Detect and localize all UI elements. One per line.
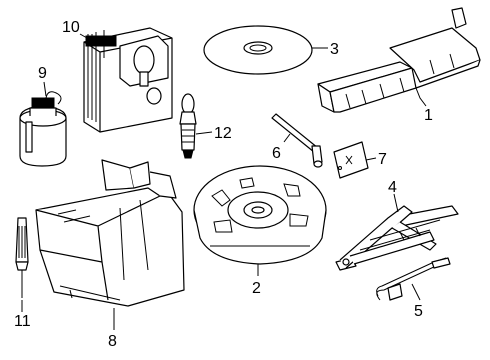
leader-1 [415, 87, 427, 107]
part-3-label-sticker-disc[interactable] [203, 25, 313, 75]
part-5-jack-handle[interactable] [376, 257, 451, 301]
callout-12: 12 [214, 125, 232, 142]
part-7-tag-plate[interactable] [333, 141, 369, 179]
callout-8: 8 [108, 333, 117, 350]
callout-5: 5 [414, 303, 423, 320]
part-11-screwdriver[interactable] [15, 217, 29, 298]
leader-4 [393, 193, 399, 213]
leader-5 [411, 283, 421, 301]
callout-2: 2 [252, 280, 261, 297]
callout-numbers: 1 2 3 4 5 6 7 8 9 10 11 12 [14, 19, 433, 350]
callout-6: 6 [272, 145, 281, 162]
callout-11: 11 [14, 313, 31, 330]
callout-9: 9 [38, 65, 47, 82]
part-9-sealant-canister[interactable] [19, 91, 67, 167]
callout-10: 10 [62, 19, 80, 36]
leader-9 [43, 81, 47, 97]
callout-1: 1 [424, 107, 433, 124]
callout-3: 3 [330, 41, 339, 58]
leader-6 [283, 133, 291, 143]
part-2-spare-wheel-tray[interactable] [193, 165, 327, 265]
part-10-tire-inflator-compressor[interactable] [83, 27, 173, 133]
leader-12 [195, 131, 213, 135]
leader-7 [365, 157, 377, 161]
leader-lines [21, 33, 427, 330]
callout-4: 4 [388, 179, 397, 196]
part-12-tow-eye[interactable] [179, 93, 197, 159]
part-1-storage-tray[interactable] [317, 7, 481, 113]
part-8-foam-organizer-tray[interactable] [35, 159, 185, 307]
leader-10 [79, 33, 95, 43]
part-4-scissor-jack[interactable] [335, 205, 459, 271]
callout-7: 7 [378, 151, 387, 168]
part-6-wheel-wrench[interactable] [271, 113, 323, 168]
